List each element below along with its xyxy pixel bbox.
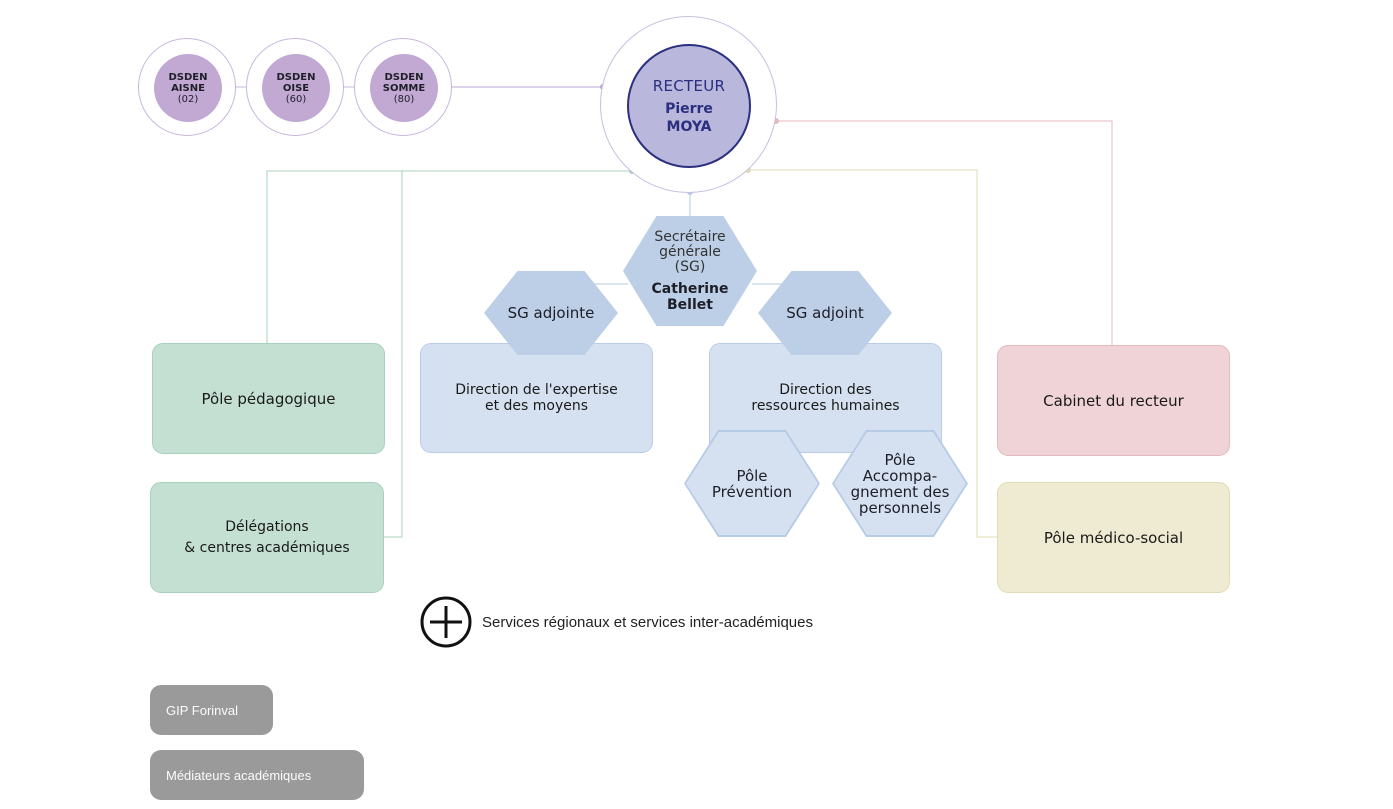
recteur-last-name: MOYA (666, 118, 712, 135)
dsden-department: SOMME (382, 82, 426, 94)
pole-accompagnement-line2: Accompa- (862, 466, 938, 485)
dsden-label: DSDEN (276, 71, 316, 83)
sg-title-line2: générale (659, 243, 721, 260)
plus-circle-icon[interactable] (420, 596, 472, 648)
recteur-title: RECTEUR (652, 76, 726, 95)
dsden-somme-button[interactable]: DSDEN SOMME (80) (370, 54, 438, 122)
sg-adjoint-label: SG adjoint (786, 304, 864, 322)
dsden-label: DSDEN (384, 71, 424, 83)
dsden-somme-ring: DSDEN SOMME (80) (354, 38, 452, 136)
gip-forinval-label: GIP Forinval (166, 702, 239, 718)
pole-medico-social-box[interactable]: Pôle médico-social (997, 482, 1230, 593)
gip-forinval-button[interactable]: GIP Forinval (150, 685, 273, 735)
dsden-aisne-button[interactable]: DSDEN AISNE (02) (154, 54, 222, 122)
cabinet-recteur-box[interactable]: Cabinet du recteur (997, 345, 1230, 456)
sg-name-last: Bellet (667, 296, 713, 313)
rh-line1: Direction des (779, 382, 872, 398)
pole-prevention-line1: Pôle (736, 466, 768, 485)
sg-title-line1: Secrétaire (654, 228, 726, 245)
pole-pedagogique-box[interactable]: Pôle pédagogique (152, 343, 385, 454)
delegations-line2: & centres académiques (184, 539, 350, 556)
dsden-oise-button[interactable]: DSDEN OISE (60) (262, 54, 330, 122)
dsden-label: DSDEN (168, 71, 208, 83)
services-expand-link[interactable]: Services régionaux et services inter-aca… (420, 596, 813, 648)
expertise-line2: et des moyens (484, 398, 589, 414)
mediateurs-label: Médiateurs académiques (166, 767, 312, 783)
direction-expertise-box[interactable]: Direction de l'expertise et des moyens (420, 343, 653, 453)
delegations-line1: Délégations (225, 518, 309, 535)
recteur-first-name: Pierre (665, 100, 713, 117)
pole-pedagogique-label: Pôle pédagogique (201, 389, 336, 408)
sg-adjointe-label: SG adjointe (507, 304, 595, 322)
pole-accompagnement-line4: personnels (858, 498, 942, 517)
recteur-button[interactable]: RECTEUR Pierre MOYA (627, 44, 751, 168)
rh-line2: ressources humaines (751, 398, 900, 414)
recteur-ring: RECTEUR Pierre MOYA (600, 16, 777, 193)
dsden-code: (02) (177, 93, 199, 105)
mediateurs-button[interactable]: Médiateurs académiques (150, 750, 364, 800)
cabinet-label: Cabinet du recteur (1043, 391, 1184, 410)
dsden-code: (60) (285, 93, 307, 105)
sg-title-line3: (SG) (674, 258, 706, 275)
delegations-box[interactable]: Délégations & centres académiques (150, 482, 384, 593)
dsden-department: AISNE (171, 82, 205, 94)
dsden-code: (80) (393, 93, 415, 105)
dsden-aisne-ring: DSDEN AISNE (02) (138, 38, 236, 136)
pole-prevention-line2: Prévention (711, 482, 793, 501)
expertise-line1: Direction de l'expertise (455, 382, 618, 398)
dsden-oise-ring: DSDEN OISE (60) (246, 38, 344, 136)
medico-social-label: Pôle médico-social (1043, 528, 1184, 547)
sg-name-first: Catherine (651, 280, 729, 297)
pole-accompagnement-line3: gnement des (850, 482, 950, 501)
secretaire-generale-hex[interactable]: Secrétaire générale (SG) Catherine Belle… (623, 216, 757, 326)
pole-accompagnement-line1: Pôle (884, 450, 916, 469)
services-label: Services régionaux et services inter-aca… (482, 613, 813, 631)
dsden-department: OISE (282, 82, 310, 94)
